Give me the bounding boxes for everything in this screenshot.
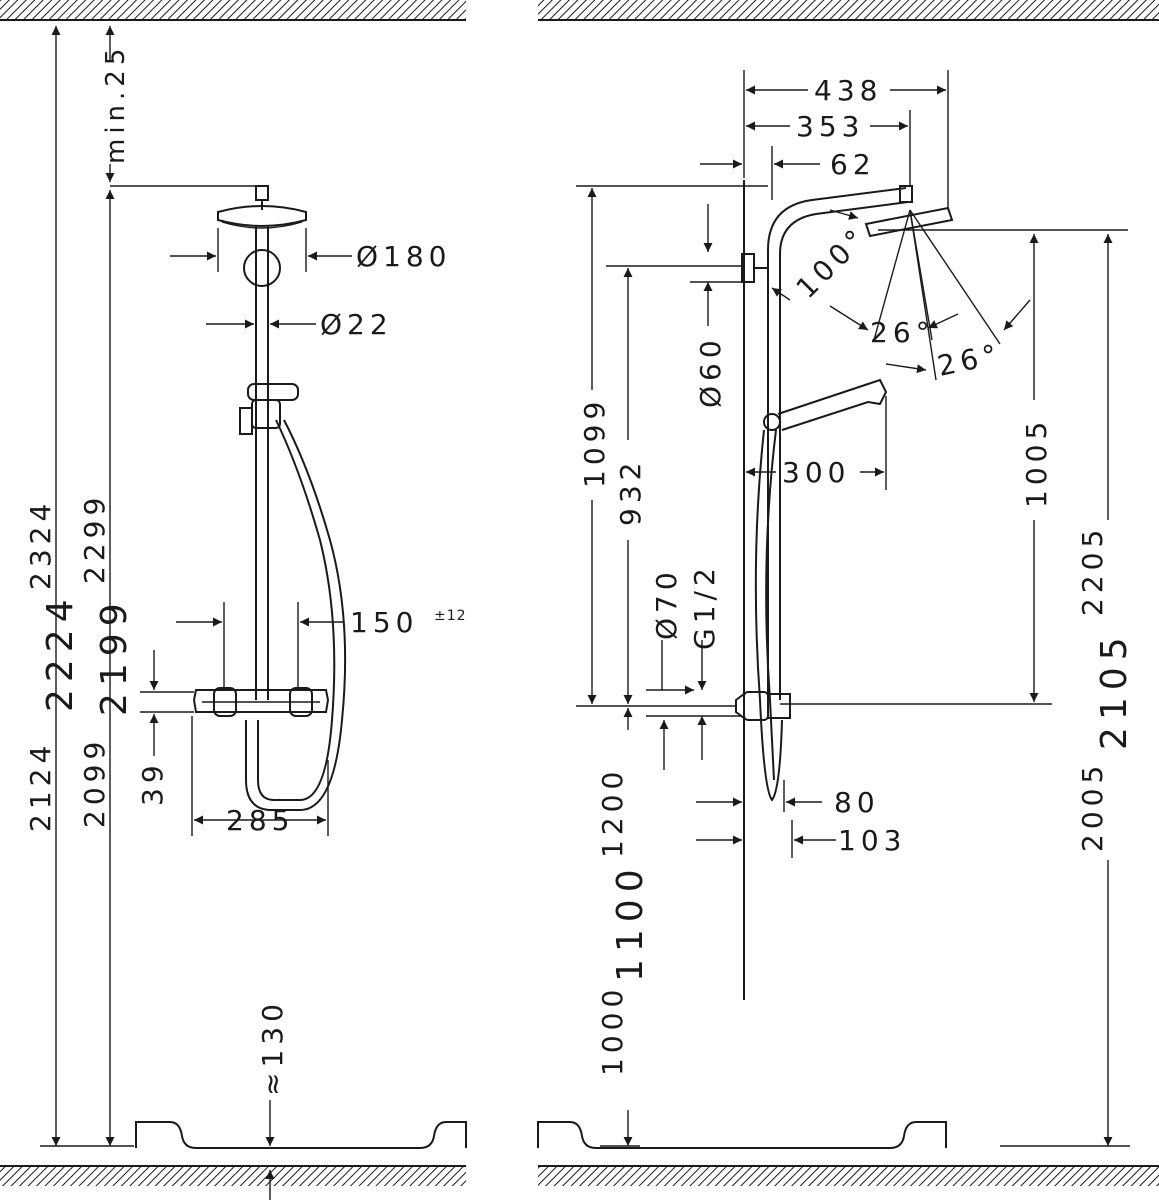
- thermostat: [192, 689, 330, 713]
- right-view: [537, 0, 1159, 1186]
- dim-2005: 2005: [1076, 761, 1109, 852]
- dim-d180: Ø180: [356, 240, 451, 273]
- dim-80: 80: [834, 786, 880, 819]
- hand-shower-side: [777, 378, 888, 431]
- dim-2324: 2324: [24, 499, 57, 590]
- dim-103: 103: [838, 824, 906, 857]
- dim-932: 932: [614, 458, 647, 526]
- dim-g12: G1/2: [688, 563, 721, 650]
- dim-300: 300: [782, 456, 850, 489]
- dim-d70: Ø70: [650, 567, 683, 640]
- dim-2299: 2299: [78, 493, 111, 584]
- thermostat-side: [735, 692, 745, 720]
- dim-d60: Ø60: [694, 335, 727, 408]
- dim-2199: 2199: [94, 596, 135, 716]
- dim-1005: 1005: [1020, 417, 1053, 508]
- hose: [257, 419, 336, 801]
- shower-head: [217, 205, 307, 227]
- dim-min25: min.25: [101, 44, 131, 164]
- dim-285: 285: [226, 804, 294, 837]
- dim-2105: 2105: [1094, 630, 1135, 750]
- dim-39: 39: [136, 760, 169, 806]
- shower-tray: [135, 1121, 467, 1149]
- dim-1100: 1100: [610, 862, 651, 982]
- dim-150: 150: [350, 606, 418, 639]
- dim-1000: 1000: [596, 985, 629, 1076]
- dim-62: 62: [830, 148, 876, 181]
- dim-1099: 1099: [578, 397, 611, 488]
- dim-d22: Ø22: [320, 308, 393, 341]
- dim-2124: 2124: [24, 741, 57, 832]
- dim-130: ≈130: [256, 999, 289, 1096]
- riser-pipe: [767, 187, 907, 700]
- dim-26deg-b: 26°: [935, 337, 1005, 383]
- wall-bracket: [243, 249, 281, 287]
- dim-353: 353: [796, 110, 864, 143]
- dim-150-tolerance: ±12: [434, 608, 467, 624]
- dim-100deg: 100°: [790, 220, 875, 305]
- dim-2099: 2099: [78, 737, 111, 828]
- shower-tray-side: [537, 1121, 947, 1149]
- shower-head-side: [864, 206, 954, 238]
- shower-arm-top: [255, 185, 269, 201]
- dim-2224: 2224: [40, 592, 81, 712]
- dim-1200: 1200: [596, 767, 629, 858]
- dim-2205: 2205: [1076, 525, 1109, 616]
- dim-438: 438: [814, 74, 882, 107]
- left-view: [0, 0, 467, 1200]
- dim-26deg-a: 26°: [870, 316, 935, 349]
